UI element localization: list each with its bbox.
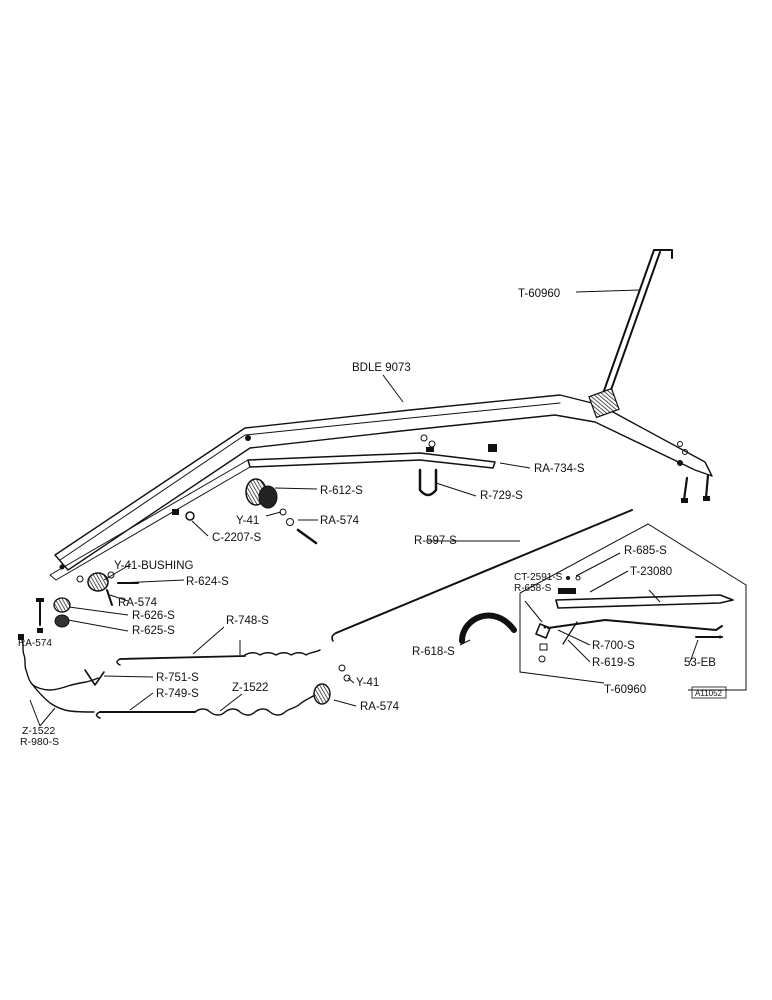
label-c-2207-s: C-2207-S: [212, 532, 262, 544]
rod-r-748-s: [116, 649, 321, 666]
label-y-41-b: Y-41: [356, 677, 379, 689]
label-r-624-s: R-624-S: [186, 576, 229, 588]
leader-lines: [29, 289, 699, 727]
label-ct-2591-s: CT-2591-S: [514, 572, 563, 583]
handle-t-60960: [588, 249, 673, 419]
label-53-eb: 53-EB: [684, 657, 716, 669]
label-y-41-bushing: Y-41-BUSHING: [114, 560, 194, 572]
label-z-1522-a: Z-1522: [232, 682, 268, 694]
label-r-658-s: R-658-S: [514, 583, 552, 594]
inset-box: [519, 523, 747, 691]
label-r-729-s: R-729-S: [480, 490, 523, 502]
spring-r-618-s: [459, 612, 517, 644]
label-y-41-a: Y-41: [236, 515, 259, 527]
label-ra-574-a: RA-574: [320, 515, 360, 527]
label-z-1522-b: Z-1522: [22, 725, 55, 737]
label-t-23080: T-23080: [630, 566, 672, 578]
label-t-60960-top: T-60960: [518, 288, 560, 300]
u-bolt-r-729-s: [418, 434, 497, 497]
label-t-60960-bottom: T-60960: [604, 684, 646, 696]
label-ra-574-c: RA-574: [18, 638, 52, 649]
pulley-r-612-s: [172, 478, 318, 545]
label-ra-574-d: RA-574: [360, 701, 400, 713]
label-r-751-s: R-751-S: [156, 672, 199, 684]
ref-code-box: [691, 686, 727, 699]
chain-z-1522-left: [18, 634, 105, 713]
inset-parts: [535, 575, 734, 663]
label-r-749-s: R-749-S: [156, 688, 199, 700]
label-r-700-s: R-700-S: [592, 640, 635, 652]
label-ref-code: A11052: [695, 689, 723, 698]
label-r-619-s: R-619-S: [592, 657, 635, 669]
label-r-618-s: R-618-S: [412, 646, 455, 658]
label-r-748-s: R-748-S: [226, 615, 269, 627]
label-bdle-9073: BDLE 9073: [352, 362, 411, 374]
label-r-597-s: R-597-S: [414, 535, 457, 547]
labels: T-60960 BDLE 9073 RA-734-S R-612-S R-729…: [18, 288, 727, 748]
rod-r-597-s: [331, 509, 633, 642]
rod-r-749-s: [95, 664, 351, 719]
label-ra-734-s: RA-734-S: [534, 463, 585, 475]
label-r-685-s: R-685-S: [624, 545, 667, 557]
label-r-980-s: R-980-S: [20, 736, 59, 748]
brace-bar: [49, 452, 496, 581]
label-r-626-s: R-626-S: [132, 610, 175, 622]
right-end-bolts: [677, 441, 710, 503]
label-ra-574-b: RA-574: [118, 597, 158, 609]
label-r-612-s: R-612-S: [320, 485, 363, 497]
label-r-625-s: R-625-S: [132, 625, 175, 637]
main-bar-bdle-9073: [54, 394, 713, 571]
